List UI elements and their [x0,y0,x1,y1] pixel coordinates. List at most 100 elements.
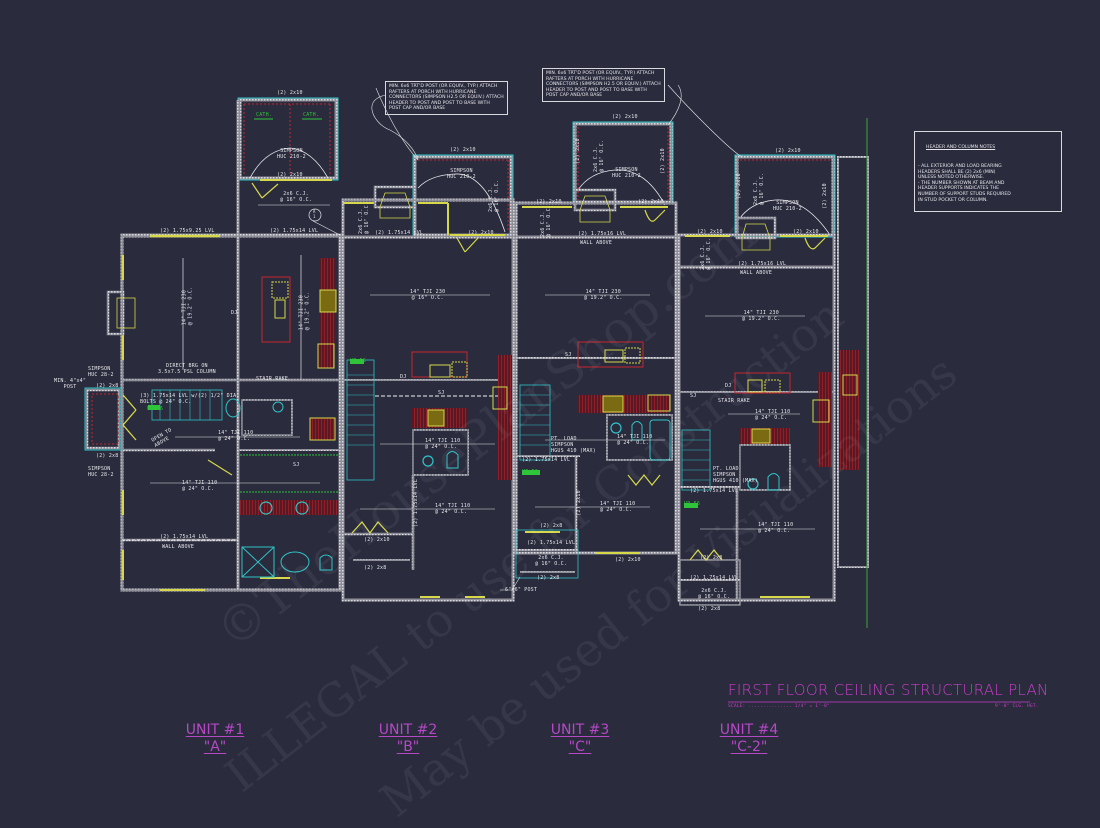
u2-tji-110-a: 14" TJI 110 @ 24" O.C. [425,438,461,450]
u3-header-right: (2) 2x10 [638,199,664,205]
u3-2x8-header: (2) 2x8 [540,523,563,529]
u3-lvl-mid: (2) 1.75x14 LVL [522,457,571,463]
u4-2x8-bottom: (2) 2x8 [698,606,721,612]
u3-cj-bottom: 2x6 C.J. @ 16" O.C. [535,555,568,567]
u2-lvl-v: (2) 1.75x14 LVL [413,478,420,528]
u2-up: UP 56 [350,358,367,364]
u4-lvl-bottom: (2) 1.75x14 LVL [690,575,739,581]
u1-2x8-top: (2) 2x8 [96,383,119,389]
u4-cj-bottom: 2x6 C.J. @ 16" O.C. [698,588,731,600]
u4-lvl-mid: (2) 1.75x14 LVL [690,488,739,494]
u4-2x8-header: (2) 2x8 [700,555,723,561]
porch-post-note-2: MIN. 6x6 TRT'D POST (OR EQUIV., TYP.) AT… [542,68,665,102]
scale-label: SCALE: ............... 1/4" = 1'-0" [728,704,830,709]
u4-tji-230: 14" TJI 230 @ 19.2" O.C. [742,310,781,322]
u4-side-left: (2) 2x10 [735,173,742,199]
u3-side-right: (2) 2x10 [659,148,666,174]
unit-3-plan [500,84,682,591]
u2-top-header: (2) 2x10 [450,147,476,153]
drawing-title: FIRST FLOOR CEILING STRUCTURAL PLAN [728,681,1049,699]
unit-4-plan [667,84,869,628]
u1-porch-cj: 2x6 C.J. @ 16" O.C. [280,191,313,203]
u3-2x8-bottom: (2) 2x8 [537,575,560,581]
u3-top-header: (2) 2x10 [612,114,638,120]
u2-sj: SJ [438,390,445,396]
u2-cj-left: 2x6 C.J. @ 16" O.C. [358,201,371,235]
u1-stair-rake: STAIR RAKE [256,376,289,382]
u3-pt-load: PT. LOAD SIMPSON HGUS 410 (MAX) [551,436,596,454]
ceiling-height-label: 9'-0" CLG. HGT. [995,704,1039,709]
u1-simpson: SIMPSON HUC 210-2 [277,148,306,160]
u4-header-right: (2) 2x10 [793,229,819,235]
unit-2-number: UNIT #2 [378,722,438,738]
u1-2x8-bottom: (2) 2x8 [96,453,119,459]
u3-wall-above: WALL ABOVE [580,240,613,246]
u3-up: UP 56 [522,469,539,475]
u3-simpson: SIMPSON HUC 210-2 [612,167,641,179]
u3-2x10-v: (2) 2x10 [575,490,582,516]
u3-2x10-bottom: (2) 2x10 [615,557,641,563]
u4-cj: 2x6 C.J. @ 16" O.C. [753,172,766,206]
u3-header-left: (2) 2x10 [536,199,562,205]
header-column-notes-body: - ALL EXTERIOR AND LOAD BEARING HEADERS … [918,163,1011,203]
grid-bubble-a1: A 1 [313,209,316,219]
u1-min-post: MIN. 4"x4" POST [54,378,87,390]
u4-tji-110-a: 14" TJI 110 @ 24" O.C. [755,409,791,421]
u1-porch-header: (2) 2x10 [277,172,303,178]
u4-up: UP 56 [684,501,701,507]
u2-cj: 2x6 C.J. @ 16" O.C. [488,179,501,213]
u2-simpson: SIMPSON HUC 210-2 [447,168,476,180]
u1-lvl-right: (2) 1.75x14 LVL [270,228,319,234]
unit-label-3: UNIT #3 "C" [550,722,610,756]
unit-4-type: "C-2" [730,739,768,755]
u1-lvl-bottom: (2) 1.75x14 LVL [160,534,209,540]
unit-2-plan [341,87,515,602]
u2-tji-110-b: 14" TJI 110 @ 24" O.C. [435,503,471,515]
unit-3-number: UNIT #3 [550,722,610,738]
u3-post: 6"x6" POST [505,587,538,593]
u3-tji-230: 14" TJI 230 @ 19.2" O.C. [584,289,623,301]
u1-lvl-left: (2) 1.75x9.25 LVL [160,228,215,234]
u1-tji-left: 14" TJI 230 @ 19.2" O.C. [181,286,194,326]
u1-tji-110-b: 14" TJI 110 @ 24" O.C. [182,480,218,492]
u1-porch [237,97,339,181]
unit-label-4: UNIT #4 "C-2" [716,722,782,756]
u4-tji-110-b: 14" TJI 110 @ 24" O.C. [758,522,794,534]
u1-tji-110-a: 14" TJI 110 @ 24" O.C. [218,430,254,442]
u2-dj: DJ [400,374,407,380]
u4-stair-rake: STAIR RAKE [718,398,751,404]
u4-dj: DJ [725,383,732,389]
unit-4-number: UNIT #4 [719,722,779,738]
u3-cj: 2x6 C.J. @ 16" O.C. [593,139,606,173]
unit-1-type: "A" [203,739,227,755]
unit-label-2: UNIT #2 "B" [378,722,438,756]
u4-header-left: (2) 2x10 [697,229,723,235]
unit-label-1: UNIT #1 "A" [185,722,245,756]
u4-cj-left: 2x6 C.J. @ 16" O.C. [700,237,713,271]
header-column-notes: HEADER AND COLUMN NOTES - ALL EXTERIOR A… [914,131,1062,212]
porch-post-note-1: MIN. 6x6 TRT'D POST (OR EQUIV., TYP.) AT… [385,81,508,115]
u3-sj: SJ [565,352,572,358]
u4-wall-above: WALL ABOVE [740,270,773,276]
u2-2x8-bottom: (2) 2x8 [364,565,387,571]
unit-2-type: "B" [396,739,420,755]
u1-cath-right: CATH. [303,112,320,118]
u4-lvl: (2) 1.75x16 LVL [738,261,787,267]
unit-3-type: "C" [568,739,592,755]
u3-side-left: (2) 2x10 [574,138,581,164]
u3-tji-110-a: 14" TJI 110 @ 24" O.C. [617,434,653,446]
u3-lvl-bottom: (2) 1.75x14 LVL [527,540,576,546]
u3-cj-left: 2x6 C.J. @ 16" O.C. [540,204,553,238]
u1-simpson-hu-top: SIMPSON HUC 28-2 [88,366,114,378]
u1-cath-left: CATH. [256,112,273,118]
unit-1-plan [84,97,342,592]
u4-top-header: (2) 2x10 [775,148,801,154]
u3-lvl: (2) 1.75x16 LVL [578,231,627,237]
header-column-notes-heading: HEADER AND COLUMN NOTES [926,145,996,151]
u2-tji-230: 14" TJI 230 @ 16" O.C. [410,289,446,301]
u2-2x10-bottom: (2) 2x10 [364,537,390,543]
u2-porch-header: (2) 2x10 [468,230,494,236]
u4-sj: SJ [690,393,697,399]
u3-tji-110-b: 14" TJI 110 @ 24" O.C. [600,501,636,513]
